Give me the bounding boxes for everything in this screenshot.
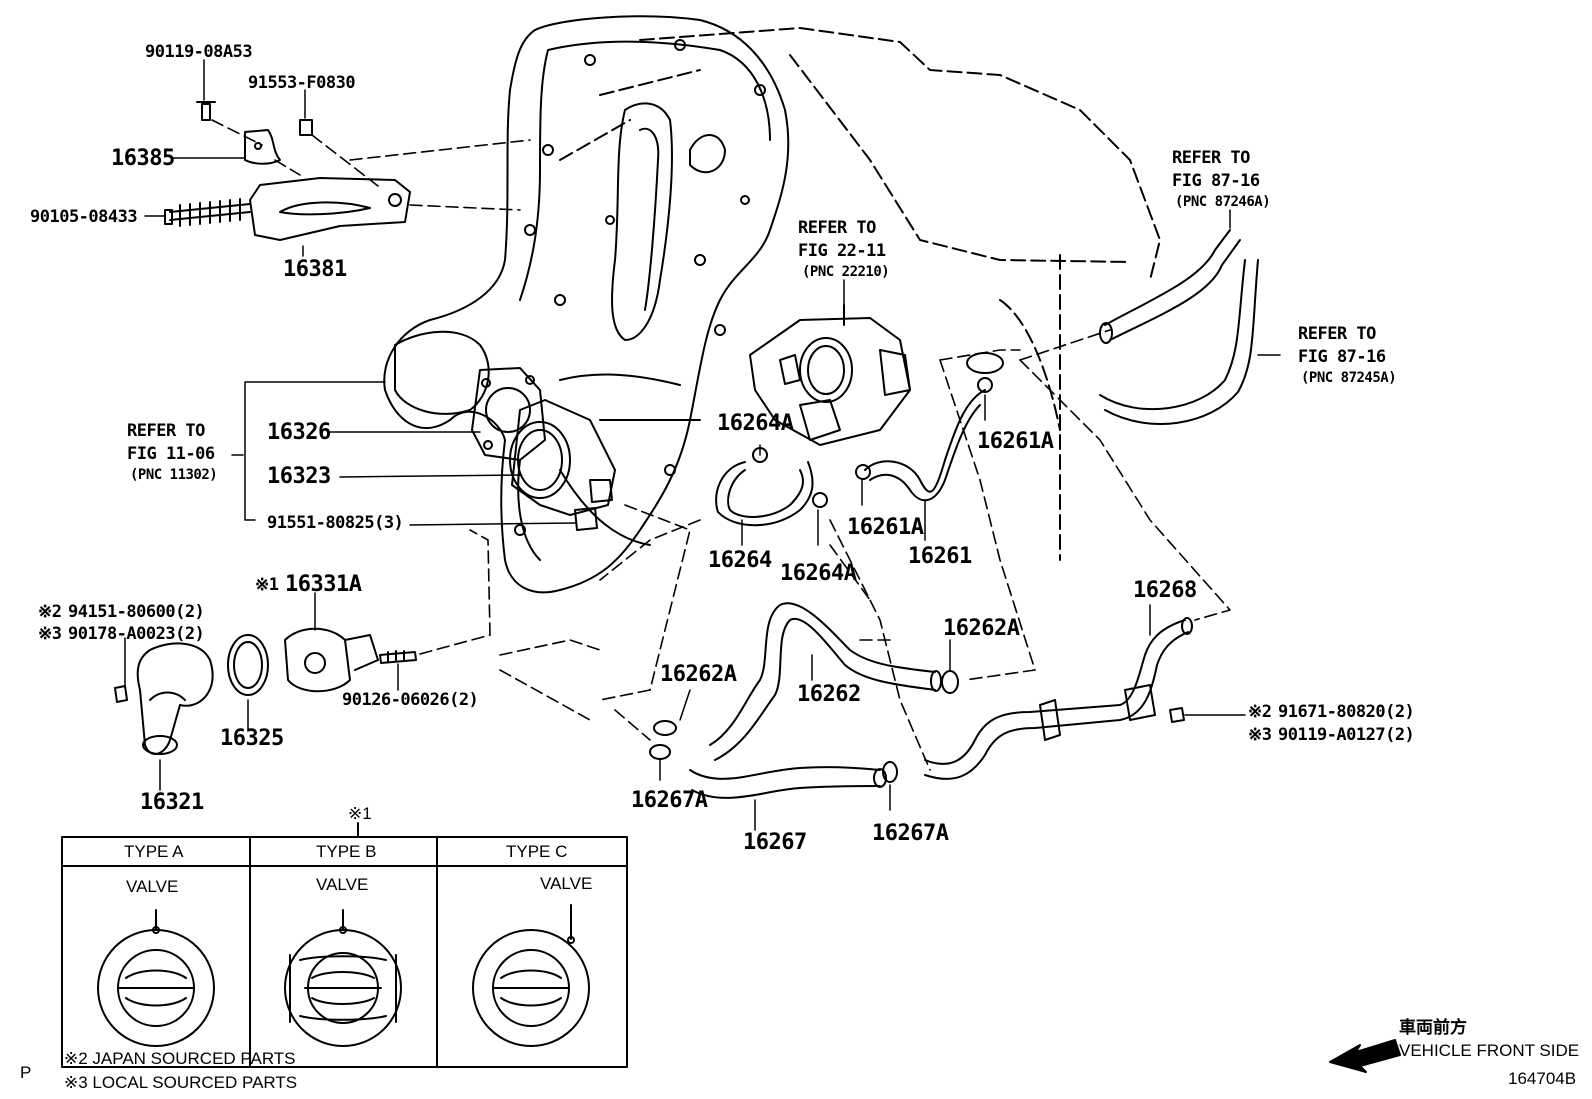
part-label-16323: 16323	[267, 464, 331, 489]
ref-fig8716a-fig: FIG 87-16	[1172, 171, 1260, 191]
part-label-94151-80600: 94151-80600(2)	[68, 602, 205, 622]
part-label-16385: 16385	[111, 146, 175, 171]
ref-fig1106-refer: REFER TO	[127, 421, 205, 441]
throttle-body	[749, 304, 911, 446]
mark-x2-91671: ※2	[1248, 702, 1272, 722]
type-a-header: TYPE A	[124, 842, 184, 861]
part-label-16321: 16321	[140, 790, 204, 815]
bracket-group	[164, 101, 411, 241]
part-label-16262a-right: 16262A	[943, 616, 1020, 641]
mark-x3-90119: ※3	[1248, 725, 1272, 745]
part-label-16262: 16262	[797, 682, 861, 707]
figure-id: 164704B	[1508, 1069, 1577, 1088]
part-label-91551-80825: 91551-80825(3)	[267, 513, 404, 533]
note-local-sourced: ※3 LOCAL SOURCED PARTS	[64, 1073, 298, 1092]
type-table	[61, 822, 628, 1068]
part-label-16261: 16261	[908, 544, 972, 569]
part-label-16268: 16268	[1133, 578, 1197, 603]
type-b-header: TYPE B	[316, 842, 377, 861]
part-label-91671-80820: 91671-80820(2)	[1278, 702, 1415, 722]
bracket-dashed-leaders	[211, 119, 531, 211]
ref-fig8716b-fig: FIG 87-16	[1298, 347, 1386, 367]
type-b-valve-label: VALVE	[316, 875, 369, 894]
part-label-16267: 16267	[743, 830, 807, 855]
front-arrow	[1329, 1039, 1401, 1073]
part-label-16267a-left: 16267A	[631, 788, 708, 813]
part-label-91553-f0830: 91553-F0830	[248, 73, 356, 93]
part-label-16264a-lower: 16264A	[780, 561, 857, 586]
thermostat-dashed-leaders	[419, 529, 601, 721]
vehicle-front-label: VEHICLE FRONT SIDE	[1399, 1041, 1580, 1060]
part-label-16264a-upper: 16264A	[717, 411, 794, 436]
type-c-valve-label: VALVE	[540, 874, 593, 893]
note-japan-sourced: ※2 JAPAN SOURCED PARTS	[64, 1049, 296, 1068]
type-c-header: TYPE C	[506, 842, 568, 861]
thermostat-group	[114, 627, 417, 755]
ref-fig8716a-refer: REFER TO	[1172, 148, 1250, 168]
part-label-16261a-lower: 16261A	[847, 515, 924, 540]
ref-fig1106-fig: FIG 11-06	[127, 444, 215, 464]
part-label-16381: 16381	[283, 257, 347, 282]
part-label-16261a-upper: 16261A	[977, 429, 1054, 454]
timing-chain-cover	[383, 15, 790, 594]
part-label-16331a: 16331A	[285, 572, 362, 597]
ref-fig2211-pnc: (PNC 22210)	[802, 264, 890, 280]
mark-x2-94151: ※2	[38, 602, 62, 622]
part-label-90119-a0127: 90119-A0127(2)	[1278, 725, 1415, 745]
part-label-16267a-right: 16267A	[872, 821, 949, 846]
ref-fig2211-fig: FIG 22-11	[798, 241, 886, 261]
ref-fig8716a-pnc: (PNC 87246A)	[1175, 194, 1271, 210]
corner-mark: P	[20, 1063, 32, 1082]
label-leaders	[124, 59, 1281, 831]
type-a-valve-label: VALVE	[126, 877, 179, 896]
hoses	[689, 229, 1259, 799]
vehicle-front-jp: 車両前方	[1399, 1018, 1467, 1037]
part-label-90119-08a53: 90119-08A53	[145, 42, 253, 62]
mark-x1-16331a: ※1	[255, 575, 279, 595]
part-label-90126-06026: 90126-06026(2)	[342, 690, 479, 710]
part-label-16326: 16326	[267, 420, 331, 445]
type-table-mark: ※1	[348, 804, 372, 823]
ref-fig8716b-pnc: (PNC 87245A)	[1301, 370, 1397, 386]
ref-fig1106-pnc: (PNC 11302)	[130, 467, 218, 483]
part-label-16264: 16264	[708, 548, 772, 573]
mark-x3-90178: ※3	[38, 624, 62, 644]
part-label-16262a-left: 16262A	[660, 662, 737, 687]
part-label-90178-a0023: 90178-A0023(2)	[68, 624, 205, 644]
engine-block-outline	[559, 27, 1161, 561]
hose-dashed-leaders	[599, 329, 1231, 771]
ref-fig2211-refer: REFER TO	[798, 218, 876, 238]
part-label-16325: 16325	[220, 726, 284, 751]
ref-fig8716b-refer: REFER TO	[1298, 324, 1376, 344]
water-inlet-group	[471, 367, 616, 531]
part-label-90105-08433: 90105-08433	[30, 207, 138, 227]
